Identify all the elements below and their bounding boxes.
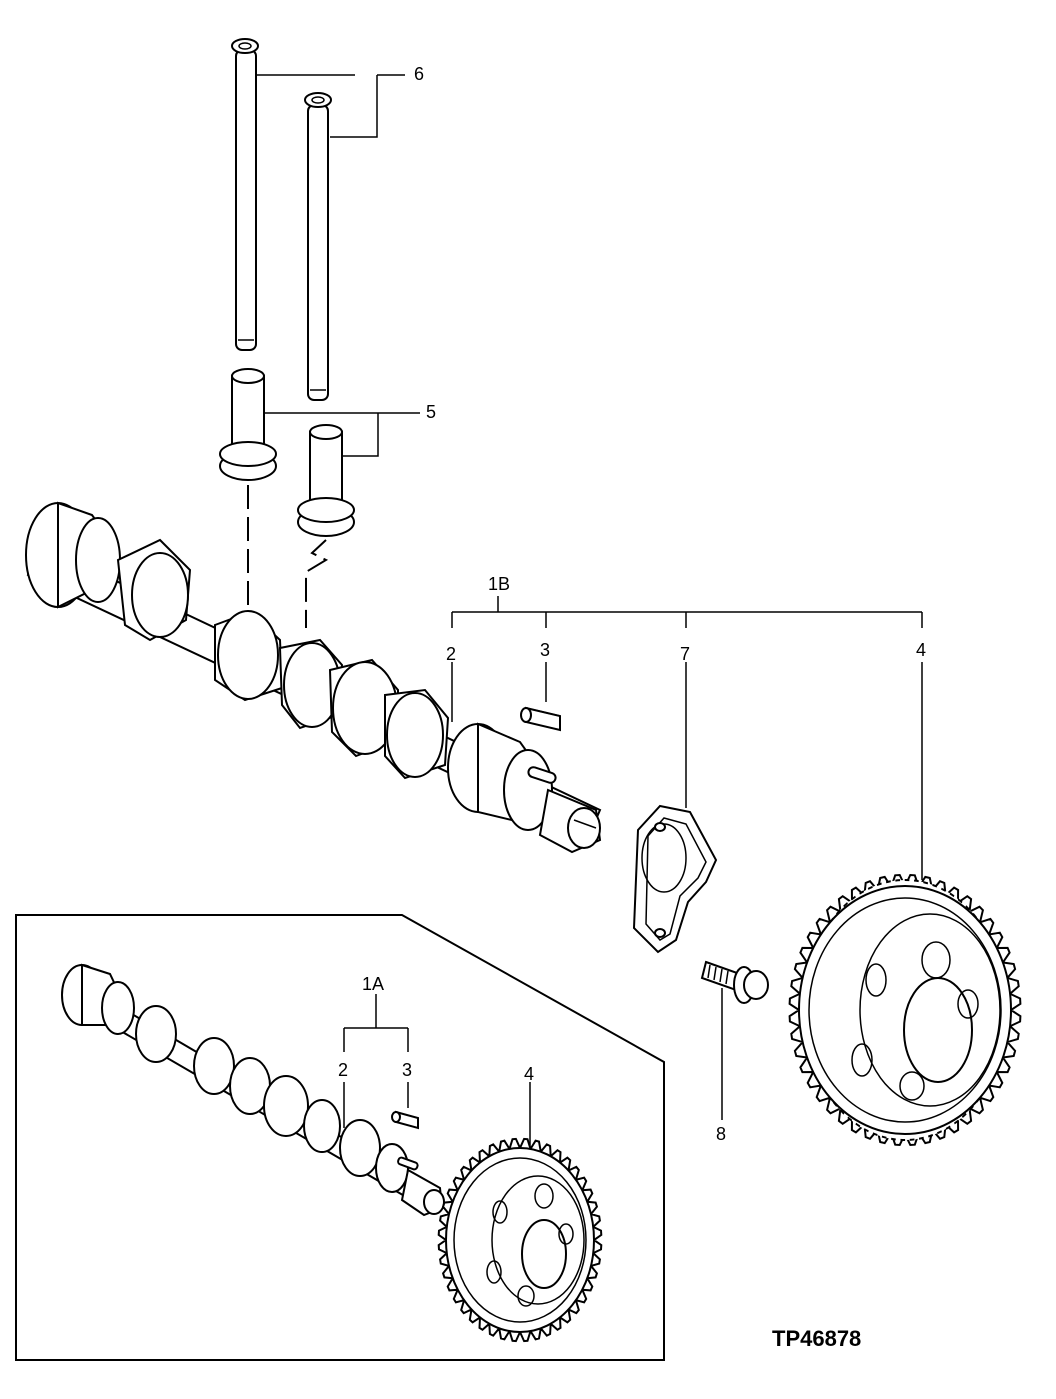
callout-4: 4	[916, 640, 926, 660]
callout-5: 5	[426, 402, 436, 422]
inset-camshaft	[61, 963, 445, 1217]
callout-8: 8	[716, 1124, 726, 1144]
cam-follower-left	[219, 368, 277, 481]
inset-panel	[15, 914, 665, 1361]
callout-3: 3	[540, 640, 550, 660]
woodruff-key	[520, 706, 561, 732]
callout-6: 6	[414, 64, 424, 84]
inset-callout-3: 3	[402, 1060, 412, 1080]
callout-2: 2	[446, 644, 456, 664]
cam-follower-right	[297, 424, 355, 537]
push-rod-right	[304, 92, 332, 401]
camshaft	[25, 501, 602, 854]
thrust-plate	[632, 804, 718, 954]
leader-1b	[451, 596, 923, 880]
inset-woodruff-key	[391, 1110, 419, 1130]
inset-callout-2: 2	[338, 1060, 348, 1080]
callout-7: 7	[680, 644, 690, 664]
callout-1b: 1B	[488, 574, 510, 594]
push-rod-left	[231, 38, 259, 351]
leader-6	[256, 74, 405, 138]
callout-1a: 1A	[362, 974, 384, 994]
figure-code: TP46878	[772, 1326, 861, 1351]
center-line-right	[305, 539, 329, 628]
cap-screw	[700, 960, 769, 1004]
leader-5	[264, 412, 420, 457]
cam-gear	[788, 873, 1022, 1147]
inset-callout-4: 4	[524, 1064, 534, 1084]
inset-cam-gear	[437, 1137, 603, 1343]
